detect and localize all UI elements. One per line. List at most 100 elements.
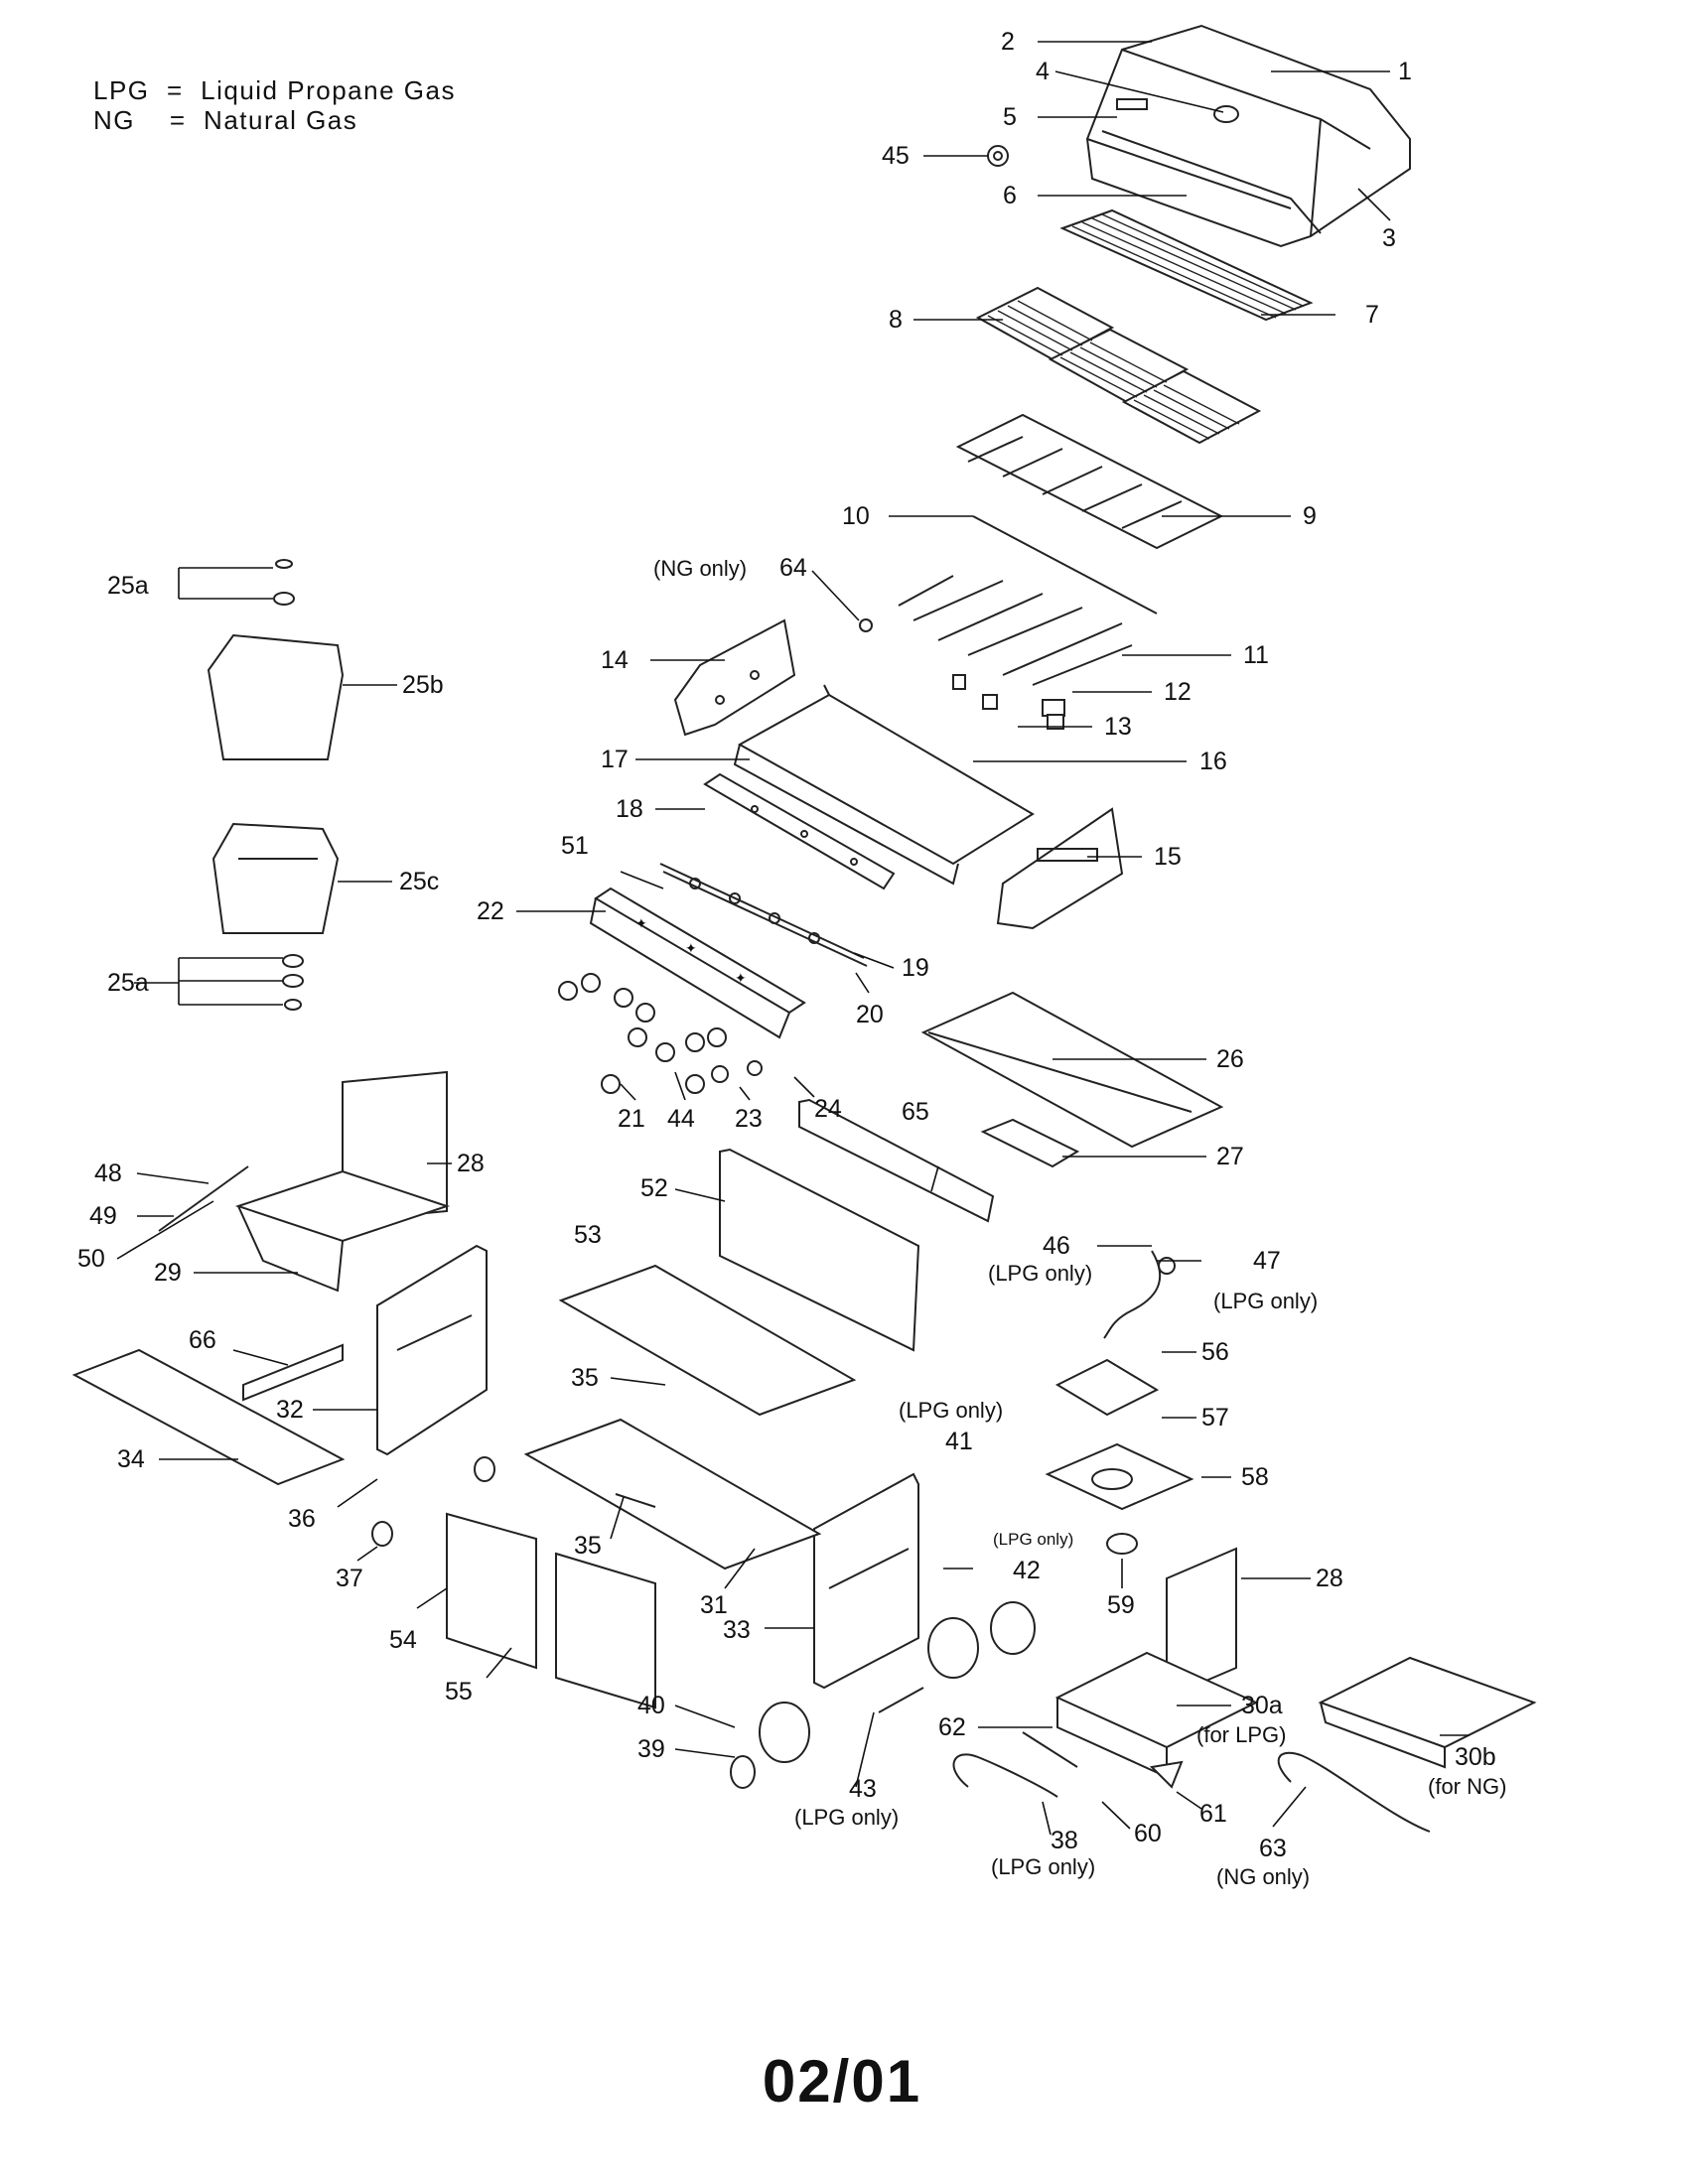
callout-12: 12 (1164, 678, 1192, 706)
callout-64: 64 (779, 554, 807, 582)
callout-13: 13 (1104, 713, 1132, 741)
svg-text:✦: ✦ (685, 940, 697, 956)
callout-5: 5 (1003, 103, 1017, 131)
legend-ng: NG = Natural Gas (93, 105, 357, 136)
callout-63: 63 (1259, 1835, 1287, 1862)
callout-25a-top: 25a (107, 572, 149, 600)
side-burner-right-drawing (1045, 1358, 1537, 1779)
note-lpg-only-43: (LPG only) (794, 1805, 899, 1830)
manifold-drawing (659, 863, 868, 967)
callout-33: 33 (723, 1616, 751, 1644)
callout-28-left: 28 (457, 1150, 485, 1177)
callout-29: 29 (154, 1259, 182, 1287)
knobs-drawing (558, 973, 763, 1094)
callout-35-bottom: 35 (574, 1532, 602, 1560)
callout-30a: 30a (1241, 1692, 1283, 1719)
callout-59: 59 (1107, 1591, 1135, 1619)
callout-58: 58 (1241, 1463, 1269, 1491)
callout-2: 2 (1001, 28, 1015, 56)
legend-eq: = (169, 105, 187, 135)
callout-60: 60 (1134, 1820, 1162, 1847)
hoses-drawing (878, 1250, 1431, 1833)
leader-lines (116, 41, 1470, 1836)
callout-9: 9 (1303, 502, 1317, 530)
callout-19: 19 (902, 954, 929, 982)
callout-25b: 25b (402, 671, 444, 699)
panel-52-drawing (719, 1148, 920, 1352)
callout-25c: 25c (399, 868, 439, 895)
legend-abbr: NG (93, 105, 135, 135)
callout-notes: (NG only) (LPG only) (LPG only) (LPG onl… (653, 556, 1506, 1889)
bottom-shelf-31-drawing (523, 1418, 822, 1570)
cooking-grids-drawing (975, 286, 1262, 445)
note-lpg-only-38: (LPG only) (991, 1854, 1095, 1879)
legend-abbr: LPG (93, 75, 150, 105)
callout-61: 61 (1199, 1800, 1227, 1828)
callout-35-top: 35 (571, 1364, 599, 1392)
legend-meaning: Liquid Propane Gas (201, 75, 456, 105)
grease-cup-drawing (980, 1118, 1080, 1168)
lid-drawing (1085, 24, 1411, 248)
callout-43: 43 (849, 1775, 877, 1803)
callout-47: 47 (1253, 1247, 1281, 1275)
callout-39: 39 (637, 1735, 665, 1763)
callout-6: 6 (1003, 182, 1017, 209)
svg-text:✦: ✦ (735, 970, 747, 986)
callout-11: 11 (1243, 641, 1269, 669)
note-ng-only-63: (NG only) (1216, 1864, 1310, 1889)
callout-45: 45 (882, 142, 910, 170)
callout-1: 1 (1398, 58, 1412, 85)
callout-32: 32 (276, 1396, 304, 1424)
callout-28-right: 28 (1316, 1565, 1343, 1592)
note-lpg-only-47: (LPG only) (1213, 1289, 1318, 1313)
callout-65: 65 (902, 1098, 929, 1126)
callout-21: 21 (618, 1105, 645, 1133)
callout-27: 27 (1216, 1143, 1244, 1170)
callout-44: 44 (667, 1105, 695, 1133)
callout-54: 54 (389, 1626, 417, 1654)
callout-24: 24 (814, 1095, 842, 1123)
trim-66-drawing (242, 1343, 344, 1402)
note-for-ng-30b: (for NG) (1428, 1774, 1506, 1799)
callout-37: 37 (336, 1565, 363, 1592)
shelf-53-drawing (558, 1264, 857, 1417)
callout-30b: 30b (1455, 1743, 1496, 1771)
callout-48: 48 (94, 1160, 122, 1187)
note-lpg-only-42: (LPG only) (993, 1530, 1073, 1549)
callout-22: 22 (477, 897, 504, 925)
wheels-drawing (371, 1456, 1036, 1789)
callout-25a-bottom: 25a (107, 969, 149, 997)
callout-20: 20 (856, 1001, 884, 1028)
callout-49: 49 (89, 1202, 117, 1230)
note-for-lpg-30a: (for LPG) (1196, 1722, 1286, 1747)
thermometer-45-drawing (987, 145, 1009, 167)
control-panel-18-drawing (703, 772, 896, 890)
callout-62: 62 (938, 1713, 966, 1741)
callout-46: 46 (1043, 1232, 1070, 1260)
callout-labels: 1 2 3 4 5 6 7 8 9 10 11 12 13 14 15 16 1… (77, 28, 1496, 1862)
callout-50: 50 (77, 1245, 105, 1273)
callout-42: 42 (1013, 1557, 1041, 1584)
callout-52: 52 (640, 1174, 668, 1202)
warming-rack-drawing (1059, 208, 1314, 322)
callout-26: 26 (1216, 1045, 1244, 1073)
callout-7: 7 (1365, 301, 1379, 329)
callout-4: 4 (1036, 58, 1050, 85)
doors-drawing (446, 1512, 656, 1709)
callout-10: 10 (842, 502, 870, 530)
legend-eq: = (166, 75, 184, 105)
firebox-drawing (733, 684, 1035, 886)
side-shelf-34-drawing (71, 1348, 346, 1486)
ice-bucket-drawing (207, 559, 345, 1011)
callout-8: 8 (889, 306, 903, 334)
callout-14: 14 (601, 646, 629, 674)
callout-38: 38 (1051, 1827, 1078, 1854)
callout-23: 23 (735, 1105, 763, 1133)
legend-meaning: Natural Gas (204, 105, 358, 135)
note-lpg-only-41: (LPG only) (899, 1398, 1003, 1423)
svg-text:✦: ✦ (635, 915, 647, 931)
callout-34: 34 (117, 1445, 145, 1473)
callout-36: 36 (288, 1505, 316, 1533)
callout-40: 40 (637, 1692, 665, 1719)
